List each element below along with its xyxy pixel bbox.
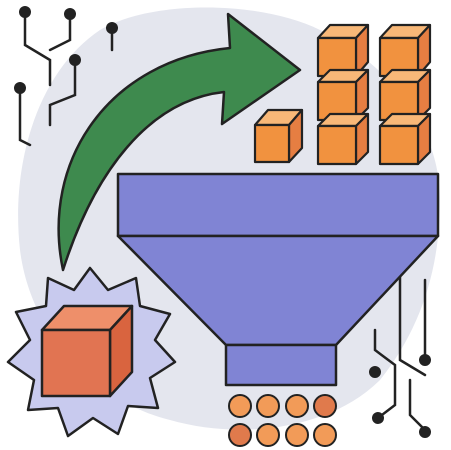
- circuit-nodes-top-left: [14, 6, 118, 94]
- output-dots-icon: [228, 394, 337, 447]
- funnel-spout: [224, 343, 338, 387]
- cube-icon-column-2: [378, 23, 432, 166]
- cube-icon-single: [253, 108, 304, 164]
- cube-icon-column-1: [316, 23, 370, 166]
- curved-arrow-icon: [57, 12, 302, 272]
- funnel-icon: [116, 172, 440, 387]
- funnel-rim: [116, 172, 440, 238]
- circuit-icon-top-left: [18, 10, 114, 147]
- cube-icon-badge: [40, 304, 134, 398]
- circuit-icon-bottom-right: [373, 258, 427, 432]
- circuit-nodes-bottom-right: [369, 354, 431, 438]
